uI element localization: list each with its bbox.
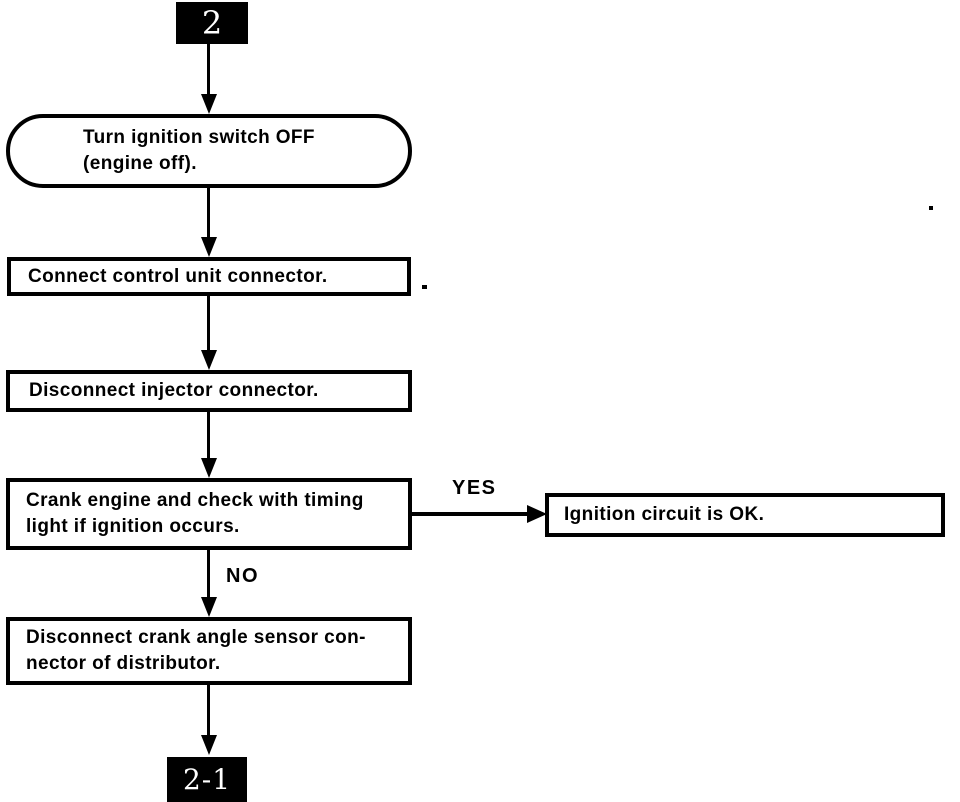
entry-connector-label: 2 [201, 4, 223, 42]
process-disconnect-crank-angle-sensor: Disconnect crank angle sensor con- necto… [6, 617, 412, 685]
arrowhead-down-icon [201, 735, 217, 755]
process-connect-control-unit-connector: Connect control unit connector. [7, 257, 411, 296]
arrowhead-down-icon [201, 94, 217, 114]
exit-connector-box: 2-1 [167, 757, 247, 802]
process-text-line: Connect control unit connector. [28, 265, 328, 287]
decision-crank-engine-check-timing: Crank engine and check with timing light… [6, 478, 412, 550]
branch-label-no: NO [226, 565, 259, 587]
flow-line-terminal-to-process1 [207, 188, 210, 239]
arrowhead-right-icon [527, 505, 547, 523]
scan-speck [929, 206, 933, 210]
flow-line-process3-to-exit [207, 685, 210, 737]
flow-line-entry-to-terminal [207, 44, 210, 98]
exit-connector-label: 2-1 [182, 763, 232, 796]
terminal-text-line: (engine off). [83, 153, 197, 174]
decision-text-line: light if ignition occurs. [26, 516, 240, 537]
arrowhead-down-icon [201, 458, 217, 478]
result-text-line: Ignition circuit is OK. [564, 504, 765, 525]
flow-line-process1-to-process2 [207, 296, 210, 352]
flow-line-process2-to-decision [207, 412, 210, 460]
branch-label-yes: YES [452, 477, 497, 499]
process-disconnect-injector-connector: Disconnect injector connector. [6, 370, 412, 412]
flow-line-yes-branch [412, 512, 530, 516]
arrowhead-down-icon [201, 597, 217, 617]
process-text-line: Disconnect crank angle sensor con- [26, 627, 366, 648]
process-text-line: nector of distributor. [26, 653, 221, 674]
arrowhead-down-icon [201, 237, 217, 257]
decision-text-line: Crank engine and check with timing [26, 490, 364, 511]
arrowhead-down-icon [201, 350, 217, 370]
scan-speck [422, 285, 427, 289]
terminal-turn-ignition-off: Turn ignition switch OFF (engine off). [6, 114, 412, 188]
flow-line-no-branch [207, 550, 210, 599]
process-text-line: Disconnect injector connector. [29, 380, 319, 401]
entry-connector-box: 2 [176, 2, 248, 44]
terminal-text-line: Turn ignition switch OFF [83, 127, 315, 148]
result-ignition-circuit-ok: Ignition circuit is OK. [545, 493, 945, 537]
